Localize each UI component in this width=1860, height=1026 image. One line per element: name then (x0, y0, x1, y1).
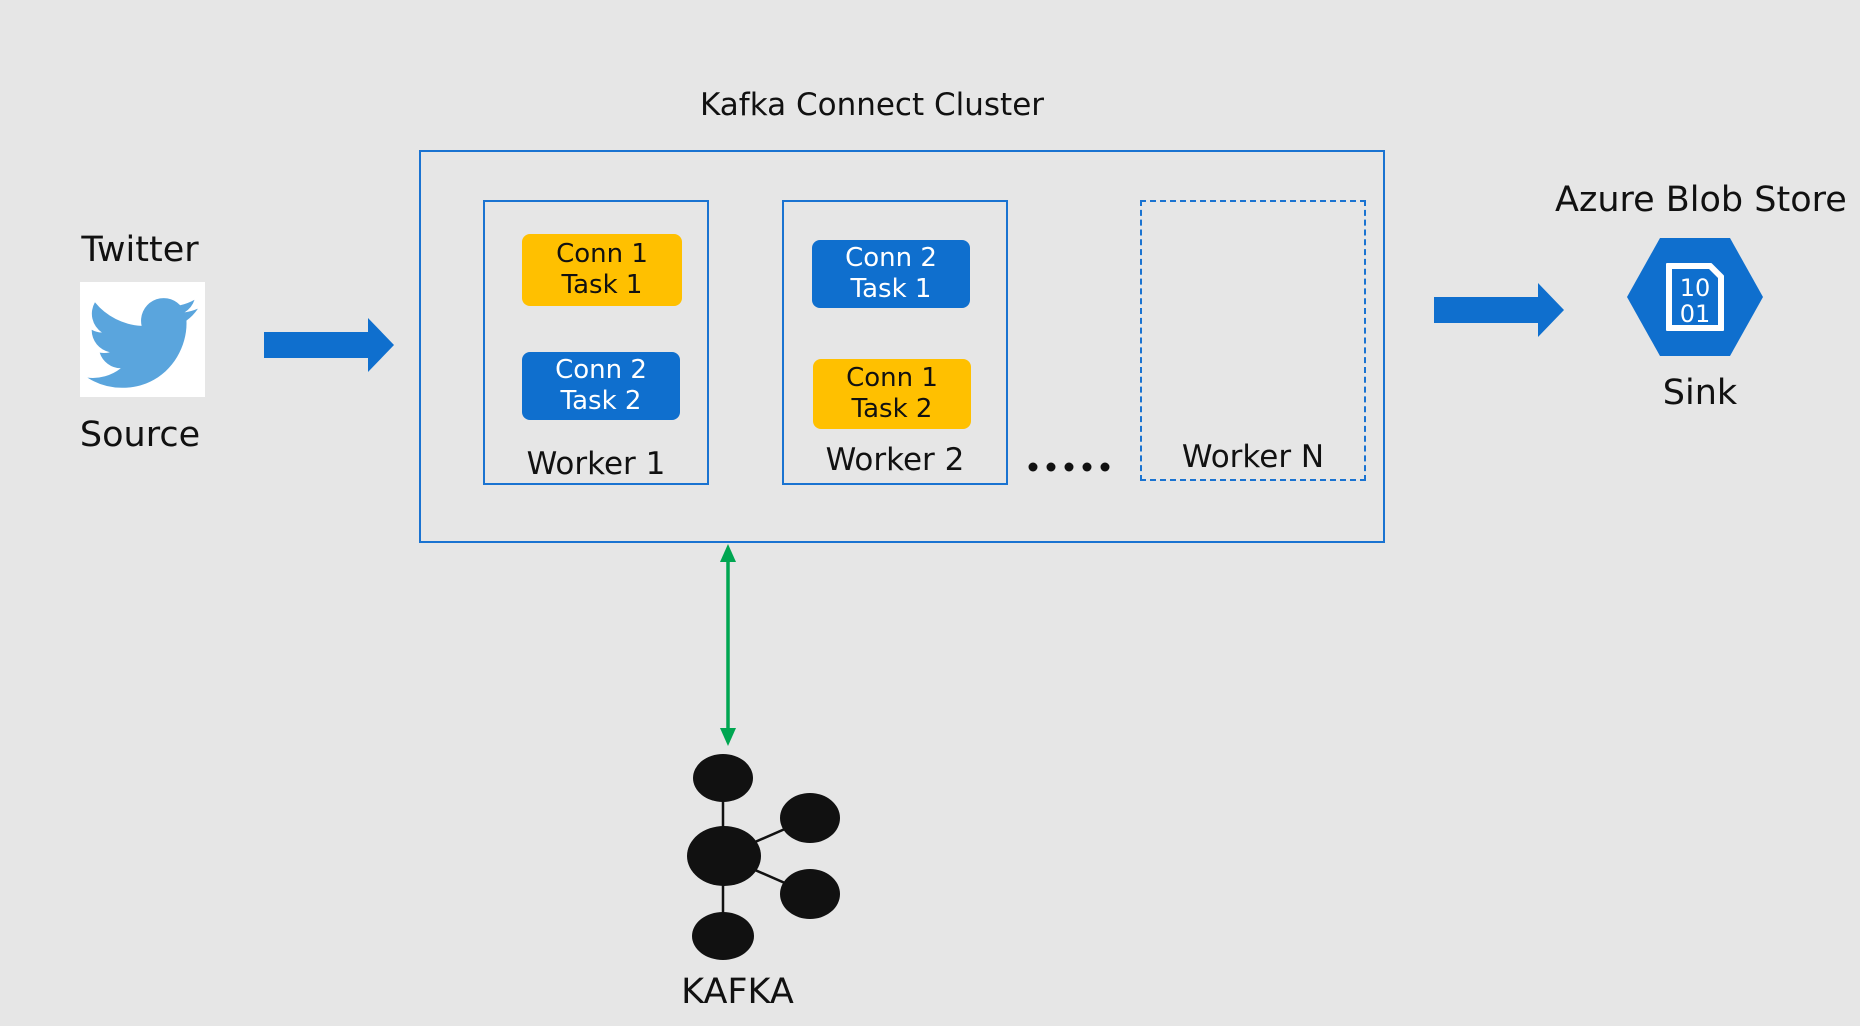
azure-icon-line-2: 01 (1680, 300, 1711, 328)
azure-icon-line-1: 10 (1680, 274, 1711, 302)
task-task-label: Task 1 (850, 274, 932, 304)
twitter-icon (80, 282, 205, 397)
task-card: Conn 1 Task 1 (522, 234, 682, 306)
worker-label: Worker 1 (526, 446, 666, 482)
kafka-label: KAFKA (681, 972, 794, 1012)
ellipsis-icon (1028, 462, 1110, 472)
cluster-title: Kafka Connect Cluster (700, 87, 1045, 123)
task-task-label: Task 2 (560, 386, 642, 416)
task-conn-label: Conn 1 (556, 239, 648, 269)
cluster-kafka-link-arrow (720, 544, 736, 746)
task-card: Conn 2 Task 2 (522, 352, 680, 420)
task-task-label: Task 1 (561, 270, 643, 300)
source-label: Source (79, 415, 201, 455)
worker-1: Conn 1 Task 1 Conn 2 Task 2 Worker 1 (483, 200, 709, 485)
task-card: Conn 1 Task 2 (813, 359, 971, 429)
task-conn-label: Conn 2 (845, 243, 937, 273)
worker-label: Worker N (1181, 439, 1325, 475)
kafka-icon (687, 754, 840, 960)
worker-n: Worker N (1140, 200, 1366, 481)
sink-title: Azure Blob Store (1555, 180, 1847, 220)
kafka-connect-cluster (419, 150, 1385, 543)
worker-2: Conn 2 Task 1 Conn 1 Task 2 Worker 2 (782, 200, 1008, 485)
source-to-cluster-arrow (264, 318, 394, 372)
azure-blob-icon: 10 01 (1627, 238, 1763, 356)
task-task-label: Task 2 (851, 394, 933, 424)
sink-label: Sink (1662, 373, 1738, 413)
source-title: Twitter (81, 230, 199, 270)
worker-label: Worker 2 (825, 442, 965, 478)
task-conn-label: Conn 1 (846, 363, 938, 393)
task-card: Conn 2 Task 1 (812, 240, 970, 308)
task-conn-label: Conn 2 (555, 355, 647, 385)
cluster-to-sink-arrow (1434, 283, 1564, 337)
